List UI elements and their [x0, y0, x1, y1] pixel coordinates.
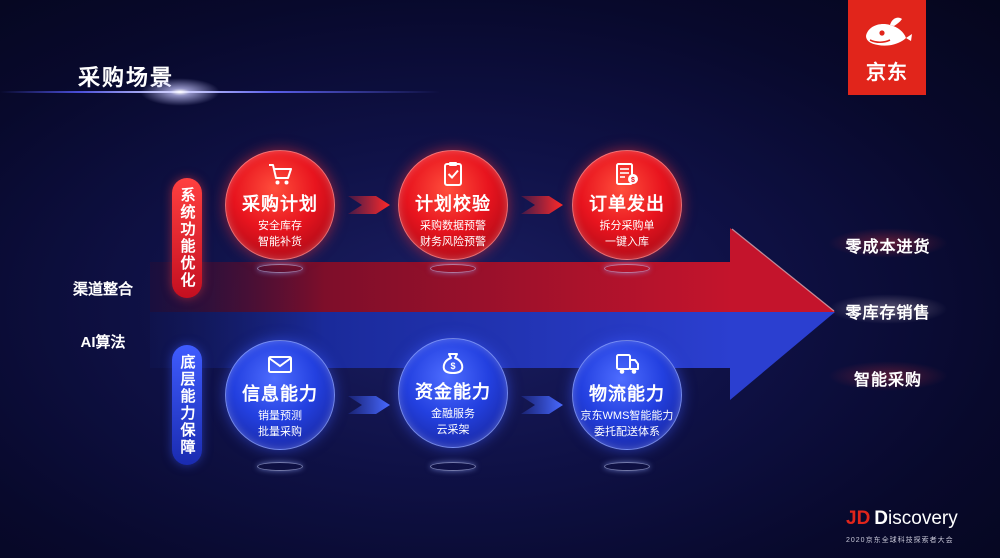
flow-chevron-blue-2 — [521, 396, 563, 414]
step-detail: 京东WMS智能能力 — [580, 410, 674, 422]
step-title: 资金能力 — [415, 382, 491, 402]
step-title: 订单发出 — [589, 194, 665, 214]
step-title: 信息能力 — [242, 384, 318, 404]
outcome-smart-procurement: 智能采购 — [853, 372, 922, 389]
flow-chevron-red-2 — [521, 196, 563, 214]
outcome-glow — [828, 361, 948, 391]
step-detail: 销量预测 — [258, 410, 302, 422]
receipt-icon: $ — [616, 163, 638, 185]
brand-jd: JD — [846, 508, 871, 529]
brand-rest: iscovery — [888, 508, 958, 529]
step-title: 采购计划 — [242, 194, 318, 214]
step-detail: 拆分采购单 — [599, 220, 655, 232]
step-detail: 批量采购 — [258, 426, 302, 438]
outcome-glow — [828, 228, 948, 258]
title-underline — [0, 91, 440, 93]
clipboard-check-icon — [444, 162, 462, 186]
brand-subtitle: 2020京东全球科技探索者大会 — [846, 537, 954, 544]
ai-label: AI算法 — [80, 334, 126, 351]
step-detail: 安全库存 — [258, 220, 302, 232]
step-detail: 云采架 — [436, 424, 470, 436]
step-funding-capability: $ 资金能力 金融服务 云采架 — [398, 338, 508, 448]
step-detail: 委托配送体系 — [594, 426, 660, 438]
step-plan-verification: 计划校验 采购数据预警 财务风险预警 — [398, 150, 508, 260]
step-information-capability: 信息能力 销量预测 批量采购 — [225, 340, 335, 450]
pedestal — [257, 462, 303, 471]
logo-text: 京东 — [866, 62, 908, 84]
svg-text:$: $ — [631, 177, 635, 184]
step-title: 物流能力 — [589, 384, 665, 404]
pedestal — [430, 462, 476, 471]
step-detail: 财务风险预警 — [420, 236, 486, 248]
arrow-head-blue — [730, 312, 835, 400]
step-logistics-capability: 物流能力 京东WMS智能能力 委托配送体系 — [572, 340, 682, 450]
pedestal — [604, 264, 650, 273]
outcome-glow — [828, 294, 948, 324]
shopping-cart-icon — [269, 164, 292, 185]
step-detail: 采购数据预警 — [420, 220, 486, 232]
step-detail: 智能补货 — [258, 236, 302, 248]
system-optimization-pill: 系统功能优化 — [172, 178, 202, 298]
step-detail: 金融服务 — [431, 408, 475, 420]
step-purchase-plan: 采购计划 安全库存 智能补货 — [225, 150, 335, 260]
svg-text:$: $ — [450, 361, 455, 371]
pedestal — [604, 462, 650, 471]
pedestal — [430, 264, 476, 273]
envelope-icon — [268, 356, 292, 373]
jd-dog-icon — [866, 17, 912, 46]
step-order-dispatch: $ 订单发出 拆分采购单 一键入库 — [572, 150, 682, 260]
pedestal — [257, 264, 303, 273]
delivery-truck-icon — [616, 354, 639, 374]
arrow-highlight — [731, 228, 835, 312]
outcome-zero-inventory-sales: 零库存销售 — [845, 305, 931, 322]
channel-label: 渠道整合 — [72, 281, 133, 298]
title-flare — [140, 78, 220, 106]
step-detail: 一键入库 — [605, 236, 649, 248]
brand-d: D — [874, 508, 889, 529]
jd-logo: 京东 — [848, 0, 926, 95]
outcome-zero-cost-stocking: 零成本进货 — [845, 239, 931, 256]
flow-chevron-blue-1 — [348, 396, 390, 414]
flow-chevron-red-1 — [348, 196, 390, 214]
money-bag-icon: $ — [442, 353, 464, 374]
step-title: 计划校验 — [415, 194, 491, 214]
capability-support-pill: 底层能力保障 — [172, 345, 202, 465]
